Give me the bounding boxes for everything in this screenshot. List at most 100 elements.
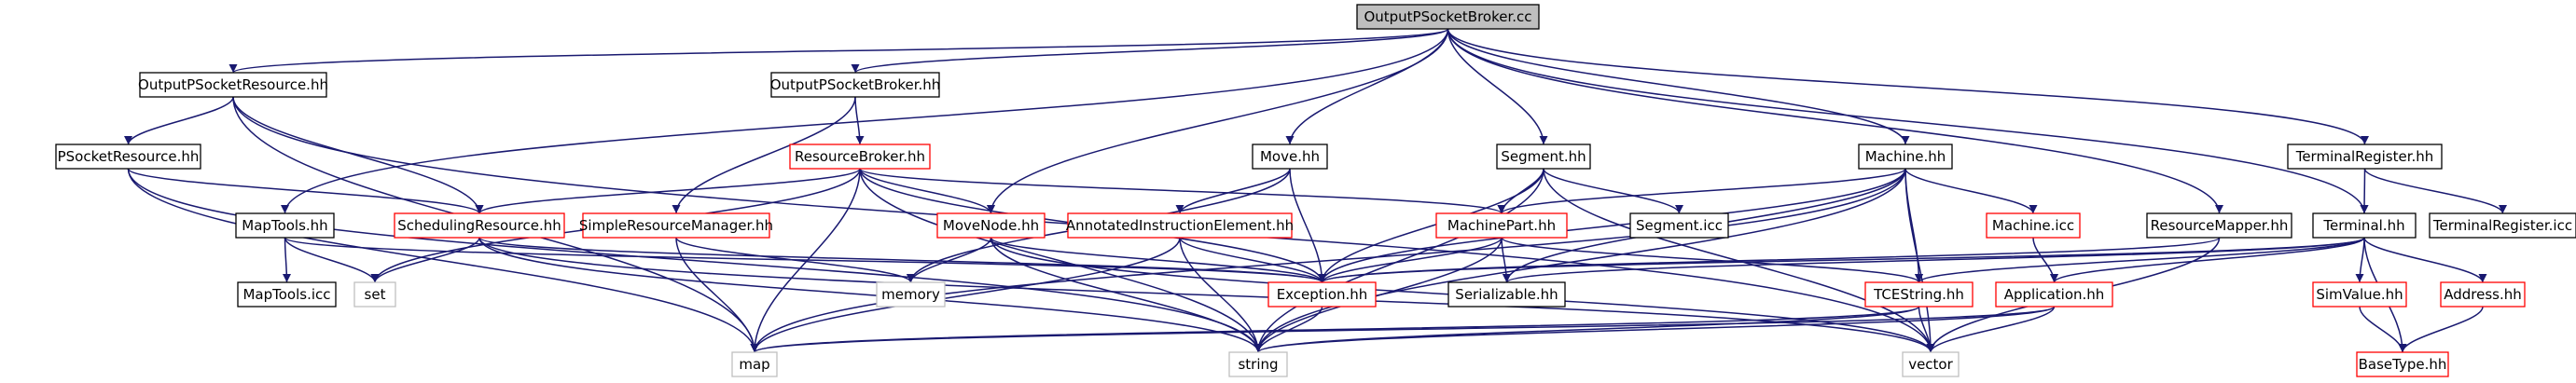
node-box: [1864, 281, 1974, 308]
edge-outputpsocketbroker-cc-to-terminalregister-hh: [1447, 28, 2369, 145]
node-box: [2312, 281, 2407, 308]
edge-terminal-hh-to-address-hh: [2363, 237, 2487, 283]
node-machinepart-hh[interactable]: MachinePart.hh: [1435, 212, 1568, 239]
node-box: [1986, 212, 2081, 239]
node-box: [876, 281, 946, 308]
edge-terminal-hh-to-tcestring-hh: [1915, 237, 2365, 283]
node-label: memory: [881, 286, 940, 303]
node-schedulingresource-hh[interactable]: SchedulingResource.hh: [394, 212, 565, 239]
node-string[interactable]: string: [1228, 351, 1288, 377]
node-terminalregister-hh[interactable]: TerminalRegister.hh: [2287, 144, 2443, 170]
node-box: [731, 351, 778, 377]
edge-machine-hh-to-exception-hh: [1318, 168, 1906, 283]
node-box: [2440, 281, 2526, 308]
edge-outputpsocketbroker-cc-to-movenode-hh: [987, 28, 1449, 214]
node-terminal-hh[interactable]: Terminal.hh: [2312, 212, 2417, 239]
node-label: AnnotatedInstructionElement.hh: [1066, 217, 1294, 234]
nodes-layer: OutputPSocketBroker.ccOutputPSocketResou…: [55, 4, 2576, 377]
edge-psocketresource-hh-to-map: [127, 168, 759, 353]
edge-application-hh-to-map: [750, 306, 2056, 353]
edge-machine-hh-to-map: [750, 168, 1906, 353]
node-label: ResourceBroker.hh: [795, 148, 925, 165]
node-label: string: [1238, 356, 1278, 373]
node-annotatedinstructionelement-hh[interactable]: AnnotatedInstructionElement.hh: [1066, 212, 1294, 239]
node-simpleresourcemanager-hh[interactable]: SimpleResourceManager.hh: [579, 212, 773, 239]
node-exception-hh[interactable]: Exception.hh: [1267, 281, 1377, 308]
node-tcestring-hh[interactable]: TCEString.hh: [1864, 281, 1974, 308]
node-label: TCEString.hh: [1873, 286, 1964, 303]
node-terminalregister-icc[interactable]: TerminalRegister.icc: [2429, 212, 2576, 239]
node-psocketresource-hh[interactable]: PSocketResource.hh: [55, 144, 201, 170]
edge-outputpsocketbroker-cc-to-outputpsocketresource-hh: [229, 28, 1449, 74]
node-label: Serializable.hh: [1455, 286, 1558, 303]
node-move-hh[interactable]: Move.hh: [1252, 144, 1328, 170]
node-segment-hh[interactable]: Segment.hh: [1496, 144, 1591, 170]
edge-terminal-hh-to-simvalue-hh: [2355, 237, 2365, 283]
node-memory[interactable]: memory: [876, 281, 946, 308]
edge-terminalregister-hh-to-terminal-hh: [2360, 168, 2369, 214]
node-label: vector: [1908, 356, 1953, 373]
node-address-hh[interactable]: Address.hh: [2440, 281, 2526, 308]
node-box: [936, 212, 1046, 239]
node-map[interactable]: map: [731, 351, 778, 377]
node-label: Exception.hh: [1277, 286, 1368, 303]
node-box: [770, 72, 940, 98]
node-machine-hh[interactable]: Machine.hh: [1858, 144, 1953, 170]
node-label: Move.hh: [1260, 148, 1320, 165]
edge-psocketresource-hh-to-schedulingresource-hh: [127, 168, 484, 214]
node-vector[interactable]: vector: [1902, 351, 1960, 377]
node-label: OutputPSocketBroker.cc: [1364, 8, 1531, 25]
node-box: [2146, 212, 2292, 239]
node-box: [1858, 144, 1953, 170]
node-label: Machine.icc: [1992, 217, 2074, 234]
edge-segment-hh-to-segment-icc: [1543, 168, 1683, 214]
node-segment-icc[interactable]: Segment.icc: [1629, 212, 1729, 239]
node-label: OutputPSocketResource.hh: [138, 76, 328, 93]
node-outputpsocketresource-hh[interactable]: OutputPSocketResource.hh: [138, 72, 328, 98]
node-application-hh[interactable]: Application.hh: [1995, 281, 2113, 308]
node-set[interactable]: set: [353, 281, 396, 308]
node-box: [237, 281, 337, 308]
edge-move-hh-to-exception-hh: [1289, 168, 1326, 283]
node-basetype-hh[interactable]: BaseType.hh: [2356, 351, 2449, 377]
edge-machine-hh-to-tcestring-hh: [1904, 168, 1923, 283]
node-movenode-hh[interactable]: MoveNode.hh: [936, 212, 1046, 239]
node-label: Terminal.hh: [2322, 217, 2404, 234]
node-box: [2312, 212, 2417, 239]
node-maptools-hh[interactable]: MapTools.hh: [235, 212, 335, 239]
node-label: MoveNode.hh: [943, 217, 1039, 234]
node-label: map: [739, 356, 769, 373]
edge-movenode-hh-to-memory: [907, 237, 992, 283]
node-maptools-icc[interactable]: MapTools.icc: [237, 281, 337, 308]
node-label: Segment.icc: [1636, 217, 1723, 234]
edge-maptools-hh-to-maptools-icc: [282, 237, 291, 283]
node-box: [1447, 281, 1566, 308]
node-serializable-hh[interactable]: Serializable.hh: [1447, 281, 1566, 308]
edge-outputpsocketbroker-cc-to-move-hh: [1285, 28, 1449, 145]
node-box: [1496, 144, 1591, 170]
node-label: OutputPSocketBroker.hh: [770, 76, 941, 93]
node-resourcebroker-hh[interactable]: ResourceBroker.hh: [789, 144, 931, 170]
node-machine-icc[interactable]: Machine.icc: [1986, 212, 2081, 239]
node-box: [1267, 281, 1377, 308]
edge-outputpsocketresource-hh-to-schedulingresource-hh: [232, 96, 484, 214]
node-label: Segment.hh: [1501, 148, 1586, 165]
node-label: MapTools.hh: [242, 217, 327, 234]
node-box: [1902, 351, 1960, 377]
node-simvalue-hh[interactable]: SimValue.hh: [2312, 281, 2407, 308]
edge-maptools-hh-to-set: [284, 237, 380, 283]
node-resourcemapper-hh[interactable]: ResourceMapper.hh: [2146, 212, 2292, 239]
edge-resourcebroker-hh-to-machinepart-hh: [859, 168, 1506, 214]
node-label: Application.hh: [2004, 286, 2105, 303]
node-label: SchedulingResource.hh: [397, 217, 561, 234]
node-box: [1995, 281, 2113, 308]
node-box: [353, 281, 396, 308]
edge-outputpsocketbroker-cc-to-segment-hh: [1447, 28, 1548, 145]
edge-resourcebroker-hh-to-string: [859, 168, 1263, 353]
edge-segment-hh-to-string: [1253, 168, 1544, 353]
node-box: [235, 212, 335, 239]
edge-simpleresourcemanager-hh-to-map: [675, 237, 759, 353]
edge-movenode-hh-to-string: [990, 237, 1263, 353]
node-outputpsocketbroker-hh[interactable]: OutputPSocketBroker.hh: [770, 72, 941, 98]
